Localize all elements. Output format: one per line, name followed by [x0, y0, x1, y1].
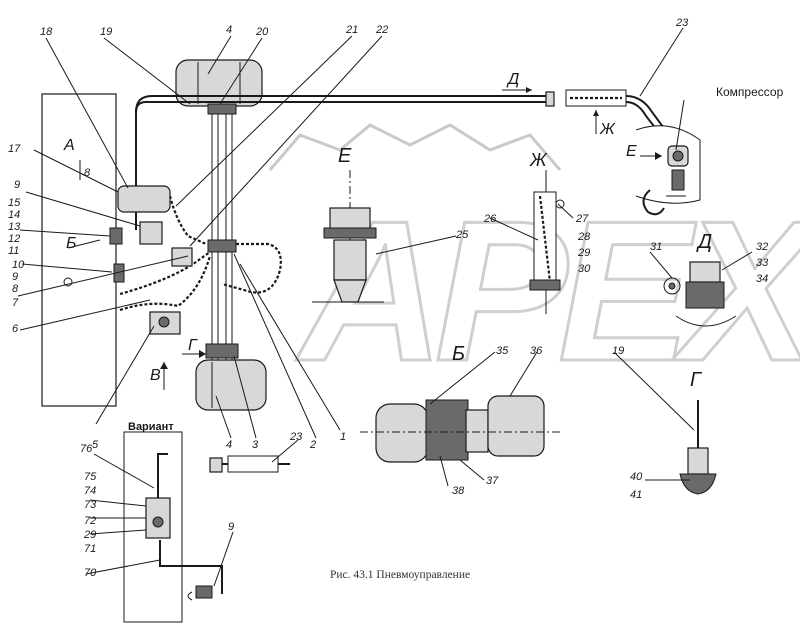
callout: 11 [8, 245, 19, 257]
callout: 28 [577, 231, 591, 243]
callout: 29 [83, 529, 96, 541]
callout: 70 [84, 567, 97, 579]
callout: 12 [8, 233, 20, 245]
callout: 33 [756, 257, 769, 269]
view-label-a: А [63, 137, 75, 154]
callout: 73 [84, 499, 97, 511]
callout: 9 [228, 521, 234, 533]
callout: 35 [496, 345, 509, 357]
callout: 19 [100, 26, 112, 38]
callout: 40 [630, 471, 643, 483]
line-to-compressor [625, 95, 681, 151]
callout: 36 [530, 345, 543, 357]
view-b-section [360, 395, 560, 463]
view-label-e-arrow: Е [626, 143, 637, 160]
watermark-gear [268, 123, 562, 171]
main-air-line-2 [135, 101, 550, 230]
callout: 34 [756, 273, 768, 285]
callout: 26 [483, 213, 497, 225]
frame-rail [41, 93, 117, 407]
figure-caption: Рис. 43.1 Пневмоуправление [330, 569, 470, 581]
callout: 27 [575, 213, 589, 225]
compressor-label: Компрессор [716, 85, 784, 99]
view-title-zh: Ж [529, 150, 548, 170]
callout: 22 [375, 24, 388, 36]
valve-cluster [109, 185, 193, 335]
variant-title: Вариант [128, 421, 174, 433]
callout: 72 [84, 515, 96, 527]
callout: 18 [40, 26, 53, 38]
view-label-v: В [150, 367, 161, 384]
callout: 19 [612, 345, 624, 357]
view-title-g: Г [690, 369, 703, 391]
callout: 21 [345, 24, 358, 36]
callout: 76 [80, 443, 93, 455]
callout: 8 [12, 283, 19, 295]
hose-21 [221, 242, 282, 294]
callout: 5 [92, 439, 99, 451]
callout: 1 [340, 431, 346, 443]
line-coupling [545, 91, 555, 107]
view-title-b: Б [452, 343, 465, 365]
callout: 74 [84, 485, 96, 497]
view-e-fitting [312, 170, 384, 303]
callout: 38 [452, 485, 465, 497]
callout: 23 [289, 431, 303, 443]
callout: 29 [577, 247, 590, 259]
callout: 10 [12, 259, 25, 271]
callout: 2 [309, 439, 316, 451]
view-title-e: Е [338, 145, 352, 167]
callout: 3 [252, 439, 259, 451]
frame-bolt [63, 277, 73, 287]
view-arrows [67, 87, 662, 390]
callout: 41 [630, 489, 642, 501]
compressor-view [635, 125, 701, 216]
view-label-b: Б [66, 235, 76, 252]
callout: 9 [14, 179, 20, 191]
callout: 9 [12, 271, 18, 283]
callout-numbers: 18 19 4 20 21 22 23 8 17 9 15 14 13 12 1… [8, 17, 769, 579]
callout: 13 [8, 221, 21, 233]
callout: 14 [8, 209, 20, 221]
callout: 8 [84, 167, 91, 179]
view-label-g-arrow: Г [188, 337, 198, 354]
upper-receiver [175, 59, 263, 107]
callout: 4 [226, 439, 232, 451]
callout: 31 [650, 241, 662, 253]
view-label-d-arrow: Д [506, 71, 519, 88]
view-title-d: Д [696, 231, 712, 253]
leader-lines [17, 27, 753, 587]
callout: 17 [8, 143, 21, 155]
hose-7 [119, 255, 212, 312]
callout: 20 [255, 26, 269, 38]
callout: 4 [226, 24, 232, 36]
callout: 25 [455, 229, 469, 241]
callout: 71 [84, 543, 96, 555]
callout: 30 [578, 263, 591, 275]
callout: 75 [84, 471, 97, 483]
callout: 32 [756, 241, 768, 253]
callout: 7 [12, 297, 19, 309]
view-zh-hose [529, 170, 565, 314]
callout: 23 [675, 17, 689, 29]
view-g-fitting [679, 400, 717, 495]
callout: 15 [8, 197, 21, 209]
callout: 6 [12, 323, 19, 335]
lower-receiver [195, 359, 267, 411]
callout: 37 [486, 475, 499, 487]
vertical-pipes [205, 103, 239, 360]
hose-6 [119, 251, 211, 296]
hose-20 [168, 195, 207, 246]
view-label-zh-arrow: Ж [599, 121, 616, 138]
variant-assembly [123, 431, 290, 623]
